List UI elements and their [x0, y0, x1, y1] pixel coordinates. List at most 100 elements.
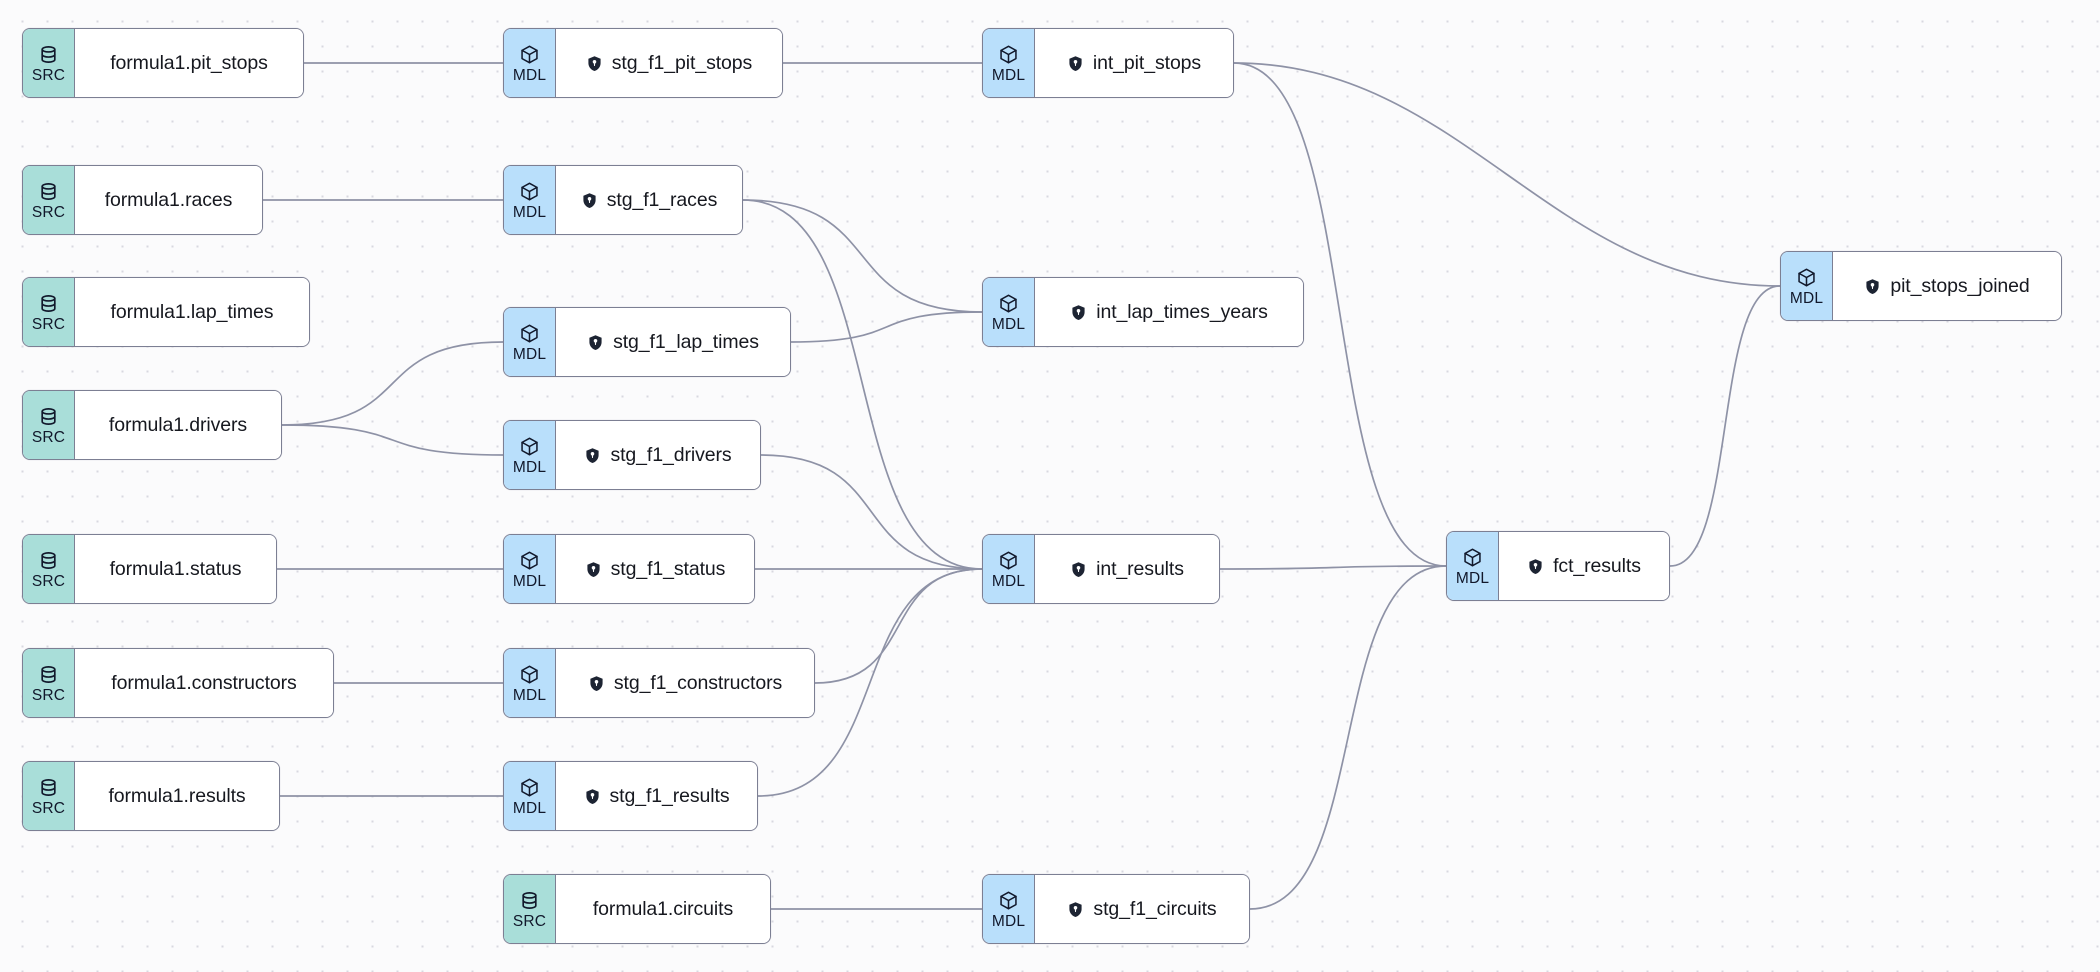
cube-icon: [519, 664, 540, 686]
node-body: formula1.constructors: [75, 649, 333, 717]
edge-int_pit_stops-to-pit_stops_joined: [1233, 62, 1781, 287]
node-body: int_results: [1035, 535, 1219, 603]
edge-src_drivers-to-stg_drivers: [281, 424, 504, 456]
database-icon: [38, 406, 59, 428]
shield-lock-icon: [1527, 558, 1544, 575]
node-kind-badge-src: SRC: [23, 762, 75, 830]
node-kind-label: MDL: [512, 458, 547, 476]
graph-node-src_drivers[interactable]: SRC formula1.drivers: [22, 390, 282, 460]
edge-stg_circuits-to-fct_results: [1249, 565, 1447, 910]
graph-node-int_pit_stops[interactable]: MDL int_pit_stops: [982, 28, 1234, 98]
graph-node-stg_lap_times[interactable]: MDL stg_f1_lap_times: [503, 307, 791, 377]
database-icon: [38, 664, 59, 686]
node-label: stg_f1_pit_stops: [611, 51, 753, 74]
node-kind-label: SRC: [31, 315, 66, 333]
cube-icon: [519, 436, 540, 458]
node-body: stg_f1_results: [556, 762, 757, 830]
node-kind-label: MDL: [512, 345, 547, 363]
graph-node-pit_stops_joined[interactable]: MDL pit_stops_joined: [1780, 251, 2062, 321]
node-body: stg_f1_constructors: [556, 649, 814, 717]
node-kind-label: SRC: [31, 686, 66, 704]
node-kind-badge-mdl: MDL: [983, 535, 1035, 603]
node-kind-badge-src: SRC: [23, 278, 75, 346]
graph-node-src_circuits[interactable]: SRC formula1.circuits: [503, 874, 771, 944]
node-label: formula1.lap_times: [110, 300, 274, 323]
node-body: formula1.drivers: [75, 391, 281, 459]
node-kind-label: SRC: [31, 428, 66, 446]
node-kind-label: MDL: [1789, 289, 1824, 307]
shield-lock-icon: [1067, 901, 1084, 918]
node-label: int_pit_stops: [1092, 51, 1202, 74]
node-kind-label: MDL: [991, 66, 1026, 84]
node-kind-label: MDL: [512, 799, 547, 817]
node-label: formula1.constructors: [111, 671, 297, 694]
edge-stg_races-to-int_results: [742, 199, 983, 570]
node-kind-badge-mdl: MDL: [504, 649, 556, 717]
graph-node-stg_drivers[interactable]: MDL stg_f1_drivers: [503, 420, 761, 490]
node-label: pit_stops_joined: [1890, 274, 2030, 297]
node-body: stg_f1_races: [556, 166, 742, 234]
shield-lock-icon: [584, 788, 601, 805]
graph-node-stg_status[interactable]: MDL stg_f1_status: [503, 534, 755, 604]
node-kind-badge-src: SRC: [23, 166, 75, 234]
cube-icon: [519, 777, 540, 799]
node-kind-label: MDL: [991, 315, 1026, 333]
graph-node-fct_results[interactable]: MDL fct_results: [1446, 531, 1670, 601]
node-kind-label: SRC: [31, 66, 66, 84]
node-kind-badge-src: SRC: [23, 535, 75, 603]
cube-icon: [519, 44, 540, 66]
node-label: formula1.races: [104, 188, 233, 211]
node-kind-badge-mdl: MDL: [983, 29, 1035, 97]
node-kind-label: MDL: [1455, 569, 1490, 587]
database-icon: [38, 293, 59, 315]
database-icon: [38, 777, 59, 799]
node-label: stg_f1_races: [606, 188, 718, 211]
database-icon: [38, 550, 59, 572]
node-label: formula1.circuits: [592, 897, 734, 920]
node-label: int_lap_times_years: [1096, 300, 1268, 323]
node-kind-label: SRC: [512, 912, 547, 930]
node-label: stg_f1_results: [609, 784, 730, 807]
node-body: formula1.races: [75, 166, 262, 234]
node-kind-badge-src: SRC: [23, 391, 75, 459]
edge-fct_results-to-pit_stops_joined: [1669, 285, 1781, 567]
database-icon: [519, 890, 540, 912]
node-kind-badge-mdl: MDL: [504, 308, 556, 376]
shield-lock-icon: [581, 192, 598, 209]
node-body: stg_f1_status: [556, 535, 754, 603]
node-label: formula1.drivers: [108, 413, 248, 436]
cube-icon: [998, 44, 1019, 66]
graph-node-stg_results[interactable]: MDL stg_f1_results: [503, 761, 758, 831]
node-label: stg_f1_constructors: [613, 671, 783, 694]
graph-node-src_lap_times[interactable]: SRC formula1.lap_times: [22, 277, 310, 347]
graph-node-stg_constructors[interactable]: MDL stg_f1_constructors: [503, 648, 815, 718]
node-label: stg_f1_status: [610, 557, 726, 580]
node-kind-badge-mdl: MDL: [504, 535, 556, 603]
graph-node-src_races[interactable]: SRC formula1.races: [22, 165, 263, 235]
node-label: fct_results: [1553, 554, 1641, 577]
node-body: stg_f1_drivers: [556, 421, 760, 489]
database-icon: [38, 44, 59, 66]
node-body: fct_results: [1499, 532, 1669, 600]
shield-lock-icon: [588, 675, 605, 692]
cube-icon: [519, 323, 540, 345]
node-kind-badge-src: SRC: [504, 875, 556, 943]
node-label: stg_f1_circuits: [1093, 897, 1217, 920]
node-body: formula1.circuits: [556, 875, 770, 943]
graph-node-src_constructors[interactable]: SRC formula1.constructors: [22, 648, 334, 718]
node-kind-label: MDL: [512, 686, 547, 704]
node-kind-badge-mdl: MDL: [504, 762, 556, 830]
node-body: stg_f1_lap_times: [556, 308, 790, 376]
node-kind-badge-src: SRC: [23, 29, 75, 97]
graph-node-int_lap_times_years[interactable]: MDL int_lap_times_years: [982, 277, 1304, 347]
cube-icon: [998, 293, 1019, 315]
